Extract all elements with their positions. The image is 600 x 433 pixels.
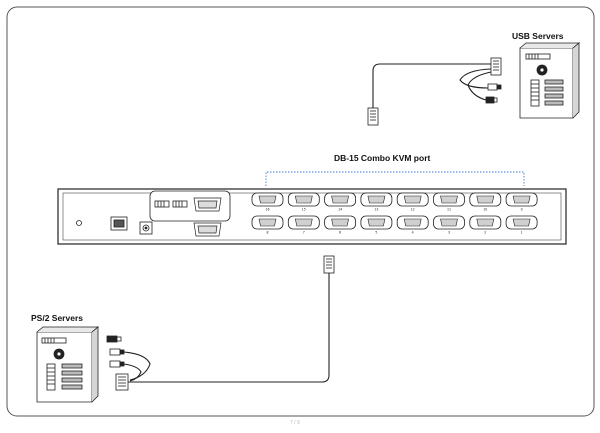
port-socket [367, 218, 386, 227]
port-socket [403, 218, 422, 227]
server-port-9: 9 [505, 192, 538, 212]
port-socket [331, 218, 349, 227]
port-number-label: 2 [484, 231, 486, 235]
port-socket [294, 218, 313, 227]
port-number-label: 6 [339, 231, 341, 235]
port-socket [258, 195, 277, 204]
server-port-10: 10 [469, 192, 502, 212]
port-socket [440, 218, 458, 227]
port-socket [367, 195, 386, 204]
port-number-label: 11 [447, 208, 451, 212]
port-number-label: 5 [375, 231, 377, 235]
port-socket [294, 195, 313, 204]
page-footer: 7 / 9 [290, 420, 300, 426]
port-socket [258, 218, 277, 227]
port-number-label: 10 [483, 208, 487, 212]
db15-port-label: DB-15 Combo KVM port [334, 153, 431, 163]
server-port-11: 11 [433, 192, 465, 212]
server-port-1: 1 [505, 215, 538, 235]
console-db15-port [193, 222, 222, 237]
port-number-label: 1 [521, 231, 523, 235]
port-number-label: 4 [412, 231, 414, 235]
usb-servers-label: USB Servers [512, 31, 564, 41]
port-number-label: 12 [411, 208, 415, 212]
port-number-label: 9 [521, 208, 523, 212]
server-port-4: 4 [396, 215, 429, 235]
ps2-cable [123, 273, 330, 383]
ground-screw-icon [76, 220, 82, 226]
usb-plug-icon [487, 83, 502, 91]
server-port-16: 16 [251, 192, 284, 212]
server-port-3: 3 [433, 215, 465, 235]
console-db15-port [193, 197, 222, 212]
ps2-servers-label: PS/2 Servers [31, 313, 83, 323]
port-number-label: 7 [303, 231, 305, 235]
port-number-label: 16 [265, 208, 269, 212]
ps2-server-tower-icon [36, 326, 100, 403]
port-socket [403, 195, 422, 204]
kvm-switch-icon: 16 15 14 13 12 11 10 9 8 7 6 5 4 3 2 1 [57, 188, 567, 245]
port-number-label: 3 [448, 231, 450, 235]
usb-plug-icon [485, 96, 498, 104]
port-socket [512, 195, 531, 204]
usb-cable [372, 63, 492, 108]
ps2-plug-icon [109, 348, 125, 356]
server-port-5: 5 [360, 215, 393, 235]
port-socket [512, 218, 531, 227]
db15-connector-icon [367, 107, 379, 126]
db15-connector-icon [490, 57, 502, 76]
ps2-plug-icon [106, 335, 122, 343]
port-socket [331, 195, 349, 204]
server-port-8: 8 [251, 215, 284, 235]
server-port-12: 12 [396, 192, 429, 212]
server-port-15: 15 [287, 192, 320, 212]
port-socket [476, 195, 495, 204]
server-port-7: 7 [287, 215, 320, 235]
port-socket [440, 195, 458, 204]
usb-server-tower-icon [519, 42, 581, 119]
server-port-13: 13 [360, 192, 393, 212]
network-port-icon [110, 216, 128, 231]
server-port-2: 2 [469, 215, 502, 235]
power-jack-icon [139, 221, 153, 235]
port-socket [476, 218, 495, 227]
server-port-14: 14 [324, 192, 357, 212]
port-number-label: 15 [302, 208, 306, 212]
ps2-plug-icon [109, 360, 125, 368]
port-number-label: 13 [374, 208, 378, 212]
db15-connector-icon [115, 373, 129, 391]
server-port-array: 16 15 14 13 12 11 10 9 8 7 6 5 4 3 2 1 [251, 192, 538, 235]
diagram-frame [6, 6, 595, 417]
db15-connector-icon [323, 255, 335, 274]
server-port-6: 6 [324, 215, 357, 235]
port-number-label: 14 [338, 208, 342, 212]
port-number-label: 8 [266, 231, 268, 235]
db15-port-bracket [265, 171, 525, 186]
